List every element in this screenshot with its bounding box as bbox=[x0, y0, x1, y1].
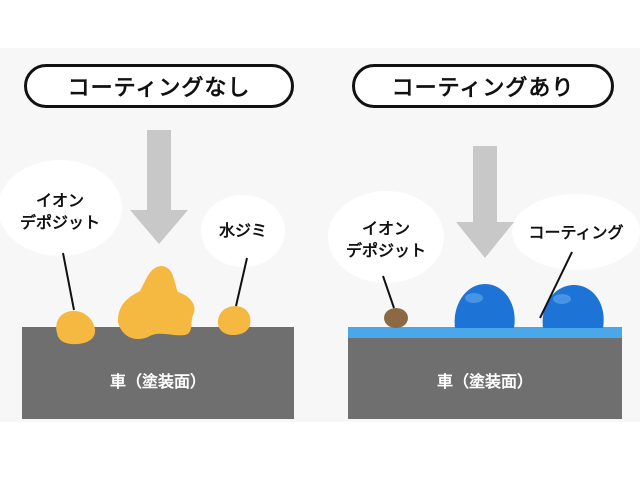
title-with-coating: コーティングあり bbox=[352, 64, 614, 108]
title-no-coating: コーティングなし bbox=[24, 64, 294, 108]
pointer-line-coating bbox=[539, 251, 573, 319]
car-paint-label-right: 車（塗装面） bbox=[436, 372, 533, 391]
water-bead-1-highlight bbox=[465, 293, 483, 303]
label-ion-deposit-left-line1: イオン bbox=[35, 191, 84, 210]
water-spot-blob bbox=[217, 306, 251, 335]
car-paint-label-left: 車（塗装面） bbox=[109, 372, 206, 391]
label-water-spot: 水ジミ bbox=[218, 221, 267, 240]
ion-deposit-blob-left bbox=[56, 310, 96, 345]
pointer-line-ion-right bbox=[382, 275, 395, 309]
label-bubble-coating bbox=[512, 194, 640, 270]
down-arrow-right bbox=[456, 146, 514, 258]
label-bubble-water bbox=[201, 195, 285, 267]
ion-deposit-blob-center bbox=[117, 266, 195, 340]
pointer-line-ion-left bbox=[62, 252, 75, 311]
water-bead-1 bbox=[454, 284, 515, 328]
label-bubble-ion-right bbox=[328, 191, 444, 283]
label-ion-deposit-left-line2: デポジット bbox=[19, 213, 100, 232]
pointer-line-water bbox=[235, 257, 248, 307]
label-ion-deposit-right-line2: デポジット bbox=[345, 241, 426, 260]
label-ion-deposit-right-line1: イオン bbox=[361, 219, 410, 238]
label-ion-deposit-left: イオン デポジット bbox=[8, 190, 112, 234]
down-arrow-left bbox=[130, 130, 188, 244]
label-ion-deposit-right: イオン デポジット bbox=[336, 218, 436, 262]
coating-layer bbox=[348, 327, 622, 338]
label-bubble-ion-left bbox=[0, 160, 122, 256]
water-bead-2-highlight bbox=[553, 294, 571, 304]
ion-deposit-brown bbox=[384, 308, 408, 328]
car-paint-right bbox=[348, 337, 622, 419]
label-coating: コーティング bbox=[528, 223, 624, 242]
